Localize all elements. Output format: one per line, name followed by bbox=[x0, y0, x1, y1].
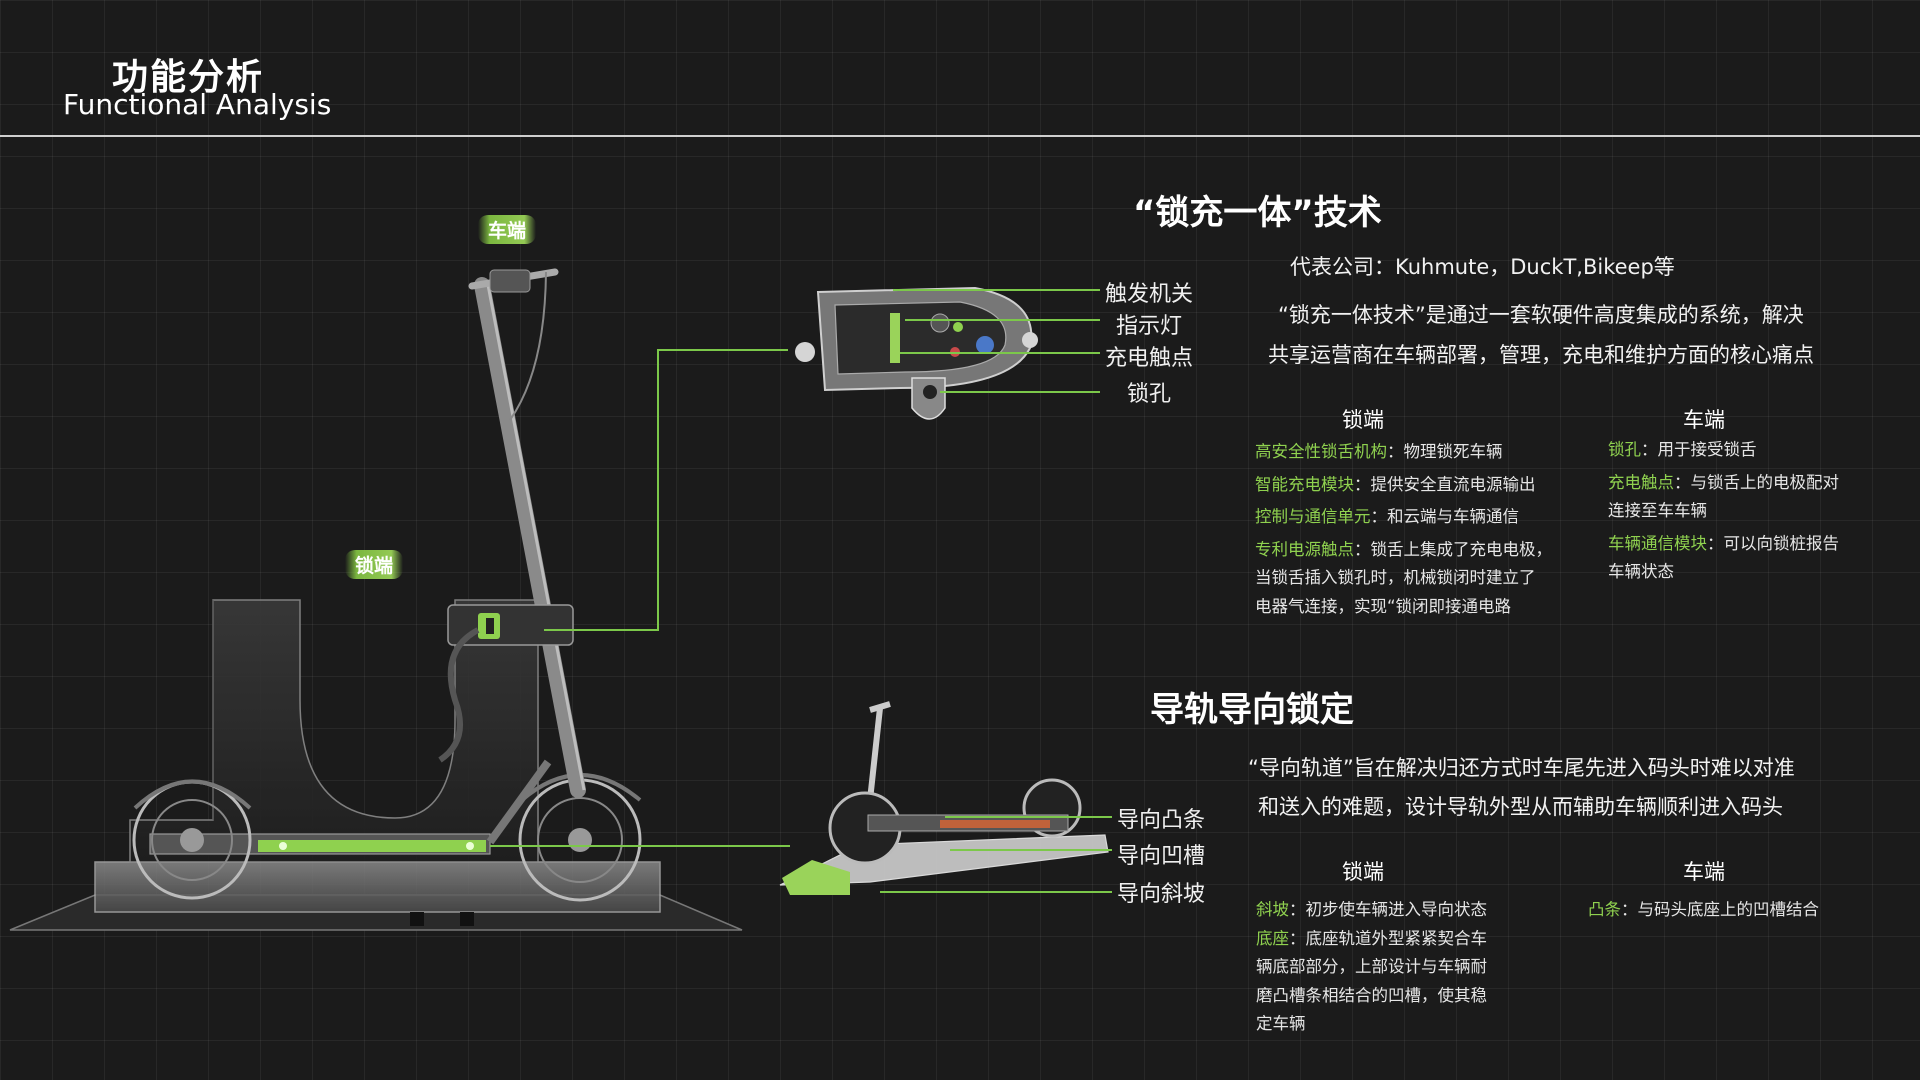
page-title-cn: 功能分析 bbox=[112, 57, 265, 98]
section2-vehicle-heading: 车端 bbox=[1683, 860, 1725, 884]
callout-lines bbox=[490, 289, 1112, 893]
page-title-en: Functional Analysis bbox=[63, 88, 332, 121]
item-key: 高安全性锁舌机构 bbox=[1255, 442, 1387, 461]
section1-desc-line2: 共享运营商在车辆部署，管理，充电和维护方面的核心痛点 bbox=[1268, 343, 1814, 367]
list-item: 智能充电模块：提供安全直流电源输出 bbox=[1255, 471, 1615, 500]
section2-title: 导轨导向锁定 bbox=[1150, 690, 1354, 730]
guide-rail-illustration bbox=[779, 701, 1109, 895]
section2-desc-line1: “导向轨道”旨在解决归还方式时车尾先进入码头时难以对准 bbox=[1248, 756, 1795, 780]
section2-lock-heading: 锁端 bbox=[1342, 860, 1384, 884]
item-key: 充电触点 bbox=[1608, 472, 1674, 492]
item-key: 智能充电模块 bbox=[1255, 474, 1354, 494]
header-divider bbox=[0, 135, 1920, 137]
callout-charging-contact: 充电触点 bbox=[1105, 346, 1194, 371]
item-text: ：与锁舌上的电极配对 bbox=[1674, 472, 1839, 492]
tag-vehicle: 车端 bbox=[478, 215, 537, 244]
item-key: 车辆通信模块 bbox=[1608, 533, 1707, 553]
callout-guide-ridge: 导向凸条 bbox=[1117, 808, 1206, 833]
list-item: 专利电源触点：锁舌上集成了充电电极， bbox=[1255, 536, 1615, 565]
callout-indicator: 指示灯 bbox=[1116, 314, 1183, 339]
dock-scooter-illustration bbox=[9, 268, 743, 931]
item-text: ：可以向锁桩报告 bbox=[1707, 533, 1839, 553]
list-item-cont: 当锁舌插入锁孔时，机械锁闭时建立了 bbox=[1255, 568, 1536, 587]
callout-lock-hole: 锁孔 bbox=[1127, 382, 1172, 407]
list-item: 凸条：与码头底座上的凹槽结合 bbox=[1588, 896, 1908, 925]
item-text: ：和云端与车辆通信 bbox=[1370, 507, 1520, 526]
section2-vehicle-list: 凸条：与码头底座上的凹槽结合 bbox=[1588, 896, 1908, 925]
list-item: 车辆通信模块：可以向锁桩报告 bbox=[1608, 530, 1908, 559]
callout-guide-ramp: 导向斜坡 bbox=[1117, 882, 1206, 907]
item-text: ：物理锁死车辆 bbox=[1387, 442, 1503, 461]
list-item-cont: 连接至车车辆 bbox=[1608, 501, 1707, 520]
section1-companies: 代表公司：Kuhmute，DuckT,Bikeep等 bbox=[1290, 255, 1675, 279]
callout-trigger: 触发机关 bbox=[1105, 282, 1194, 307]
list-item-cont: 磨凸槽条相结合的凹槽，使其稳 bbox=[1256, 985, 1487, 1005]
item-text: ：用于接受锁舌 bbox=[1641, 440, 1757, 459]
item-text: ：底座轨道外型紧紧契合车 bbox=[1289, 928, 1487, 948]
item-text: ：提供安全直流电源输出 bbox=[1354, 474, 1536, 494]
list-item: 高安全性锁舌机构：物理锁死车辆 bbox=[1255, 438, 1615, 467]
item-text: ：初步使车辆进入导向状态 bbox=[1289, 900, 1487, 919]
callout-guide-groove: 导向凹槽 bbox=[1117, 844, 1206, 869]
list-item-cont: 电器气连接，实现“锁闭即接通电路 bbox=[1255, 596, 1512, 616]
list-item-cont: 辆底部部分，上部设计与车辆耐 bbox=[1256, 957, 1487, 976]
list-item: 斜坡：初步使车辆进入导向状态 bbox=[1256, 896, 1516, 925]
tag-lock: 锁端 bbox=[345, 550, 404, 579]
section1-title: “锁充一体”技术 bbox=[1133, 193, 1382, 233]
section2-desc-line2: 和送入的难题，设计导轨外型从而辅助车辆顺利进入码头 bbox=[1258, 795, 1783, 819]
section1-vehicle-heading: 车端 bbox=[1683, 408, 1725, 432]
section1-vehicle-list: 锁孔：用于接受锁舌 充电触点：与锁舌上的电极配对 连接至车车辆 车辆通信模块：可… bbox=[1608, 436, 1908, 587]
list-item: 锁孔：用于接受锁舌 bbox=[1608, 436, 1908, 465]
list-item: 控制与通信单元：和云端与车辆通信 bbox=[1255, 503, 1615, 532]
item-key: 专利电源触点 bbox=[1255, 539, 1354, 559]
section1-desc-line1: “锁充一体技术”是通过一套软硬件高度集成的系统，解决 bbox=[1278, 303, 1804, 327]
list-item: 充电触点：与锁舌上的电极配对 bbox=[1608, 469, 1908, 498]
item-key: 斜坡 bbox=[1256, 900, 1289, 919]
list-item-cont: 车辆状态 bbox=[1608, 562, 1674, 581]
item-key: 锁孔 bbox=[1608, 440, 1641, 459]
item-key: 底座 bbox=[1256, 928, 1289, 948]
item-text: ：锁舌上集成了充电电极， bbox=[1354, 539, 1552, 559]
list-item: 底座：底座轨道外型紧紧契合车 bbox=[1256, 925, 1516, 954]
section2-lock-list: 斜坡：初步使车辆进入导向状态 底座：底座轨道外型紧紧契合车 辆底部部分，上部设计… bbox=[1256, 896, 1516, 1039]
item-key: 凸条 bbox=[1588, 900, 1621, 919]
item-text: ：与码头底座上的凹槽结合 bbox=[1621, 900, 1819, 919]
list-item-cont: 定车辆 bbox=[1256, 1014, 1306, 1033]
section1-lock-list: 高安全性锁舌机构：物理锁死车辆 智能充电模块：提供安全直流电源输出 控制与通信单… bbox=[1255, 438, 1615, 621]
section1-lock-heading: 锁端 bbox=[1342, 408, 1384, 432]
item-key: 控制与通信单元 bbox=[1255, 507, 1371, 526]
